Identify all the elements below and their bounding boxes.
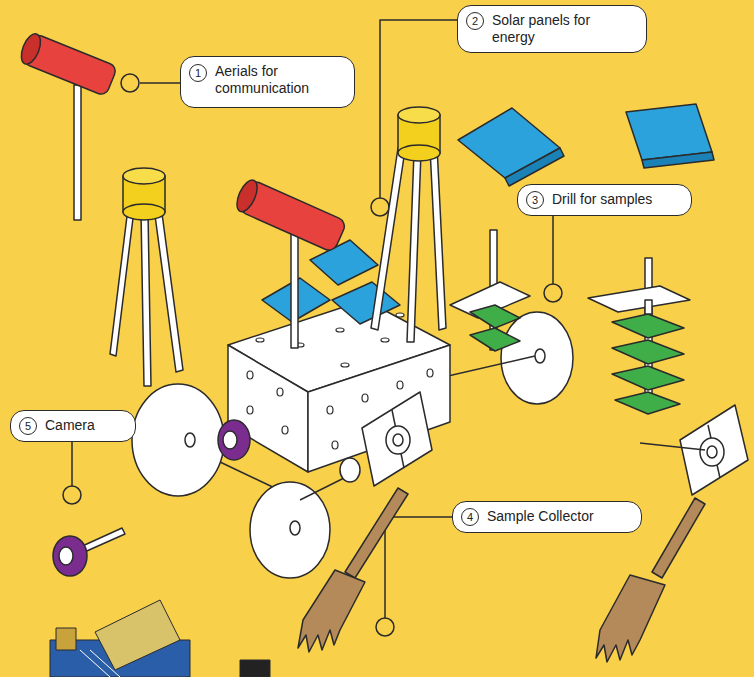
callout-box: Solar panels for energy 2 (457, 5, 647, 53)
photo-fragment (50, 600, 270, 677)
callout-number: 3 (526, 191, 544, 209)
callout-number: 1 (189, 64, 207, 82)
callout-number-text: 2 (467, 13, 483, 30)
aerial-part (18, 31, 118, 220)
leader-lines (63, 20, 562, 636)
callout-label: Sample Collector (487, 508, 631, 525)
sample-collector-part (596, 405, 748, 662)
callout-box: Drill for samples 3 (517, 184, 692, 216)
solar-panel-part (458, 104, 714, 186)
callout-label: Drill for samples (552, 191, 681, 208)
callout-box: Sample Collector 4 (452, 501, 642, 533)
callout-number-text: 3 (527, 192, 543, 209)
callout-number-text: 1 (190, 65, 206, 82)
callout-number: 5 (19, 417, 37, 435)
callout-number-text: 4 (462, 509, 478, 526)
callout-label: Camera (45, 417, 125, 434)
callout-label: Solar panels for energy (492, 12, 636, 46)
tripod-part (110, 168, 183, 386)
callout-box: Aerials for communication 1 (180, 56, 355, 108)
rover-body (132, 107, 573, 652)
callout-number-text: 5 (20, 418, 36, 435)
callout-number: 2 (466, 12, 484, 30)
callout-number: 4 (461, 508, 479, 526)
callout-label: Aerials for communication (215, 63, 344, 97)
callout-box: Camera 5 (10, 410, 136, 442)
drill-part (588, 258, 690, 414)
camera-part (53, 528, 125, 576)
